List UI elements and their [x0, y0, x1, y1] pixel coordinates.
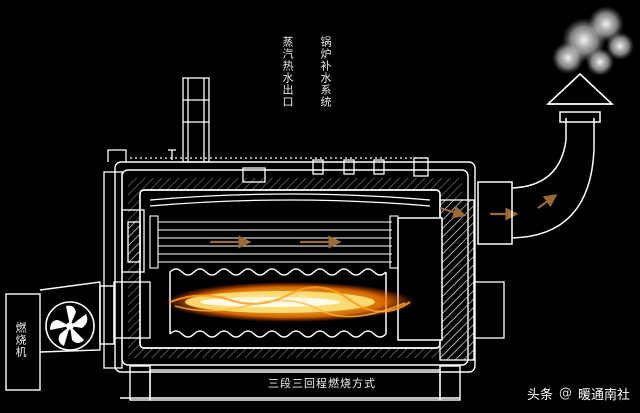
- makeup-water-label: 锅炉补水系统: [319, 36, 332, 108]
- steam-outlet-label: 蒸汽热水出口: [281, 36, 294, 108]
- rear-chamber: [397, 199, 505, 361]
- flue-pipe: [477, 111, 601, 245]
- flame: [165, 282, 415, 322]
- front-smokebox: [103, 171, 151, 369]
- flame-caption: 燃烧室 · 火焰筒: [236, 295, 308, 305]
- boiler-base: [120, 365, 461, 401]
- watermark: 头条 @ 暖通南社: [527, 384, 630, 403]
- watermark-source: 头条: [526, 388, 553, 403]
- top-fittings: [107, 77, 430, 183]
- smoke-icon: [552, 6, 634, 76]
- steam-drum-top: [149, 193, 431, 207]
- combustion-process-label: 三段三回程燃烧方式: [268, 377, 376, 390]
- burner-label: 燃烧机: [14, 322, 27, 358]
- chimney-cap-icon: [545, 72, 615, 105]
- watermark-at: @: [558, 386, 572, 401]
- smoke-tube-bank: [149, 215, 399, 269]
- flue-flow-arrows: [210, 194, 558, 249]
- burner-fan-icon: [45, 301, 95, 351]
- burner-housing: [5, 281, 115, 391]
- watermark-author: 暖通南社: [577, 388, 630, 403]
